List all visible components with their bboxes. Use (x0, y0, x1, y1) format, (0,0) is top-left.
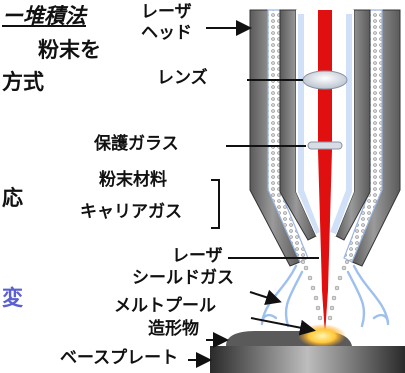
left-text-line-1: 粉末を (38, 38, 101, 62)
title-fragment: ー堆積法 (2, 4, 86, 28)
powder-bracket (211, 179, 220, 229)
label-lens: レンズ (157, 68, 208, 88)
label-build-object: 造形物 (148, 319, 199, 339)
powder-streams (300, 259, 350, 321)
laser-beam (318, 10, 332, 335)
lens-shape (302, 70, 348, 90)
melt-pool-glow (298, 324, 346, 348)
label-carrier-gas: キャリアガス (80, 202, 182, 222)
label-shield-gas: シールドガス (132, 268, 234, 288)
shield-gas-arrow (249, 289, 282, 305)
label-base-plate: ベースプレート (60, 348, 179, 368)
base-plate-shape (210, 346, 405, 373)
label-powder-material: 粉末材料 (99, 170, 167, 190)
left-text-line-2: 方式 (2, 70, 44, 94)
label-melt-pool: メルトプール (114, 296, 216, 316)
melt-pool-arrow (250, 317, 316, 336)
label-laser: レーザ (172, 246, 223, 266)
label-laser-head: レーザ ヘッド (141, 2, 192, 44)
shield-gas-inner-glow (298, 14, 320, 234)
label-protective-glass: 保護ガラス (94, 134, 179, 154)
left-text-line-4: 変 (2, 286, 23, 310)
left-text-line-3: 応 (2, 186, 23, 210)
protective-glass-shape (307, 141, 343, 150)
leader-lines (188, 20, 319, 368)
